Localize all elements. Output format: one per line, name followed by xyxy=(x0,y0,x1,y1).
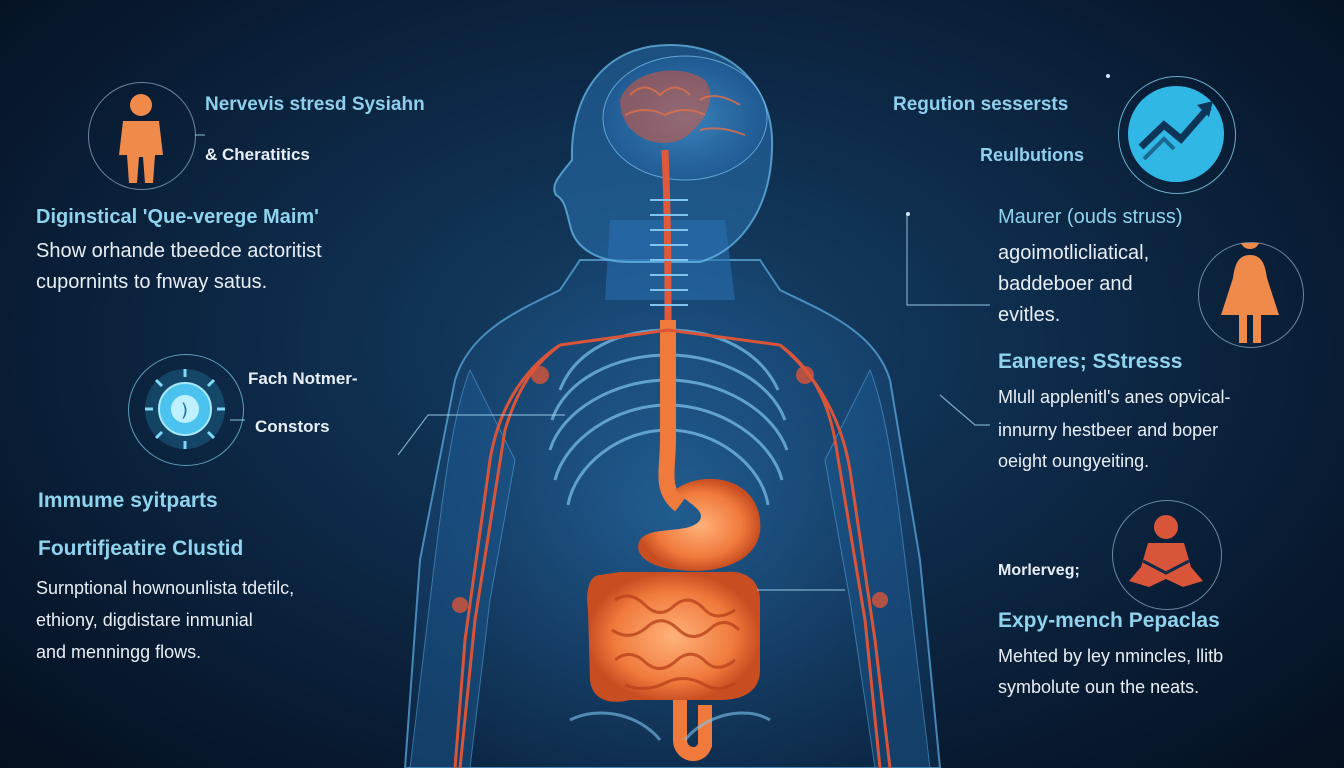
person-icon-circle xyxy=(88,82,196,190)
intestine-folds xyxy=(611,594,741,690)
person-icon xyxy=(119,94,163,183)
diagnostic-body-line-2: cupornints to fnway satus. xyxy=(36,271,268,293)
trend-icon-circle xyxy=(1118,76,1236,194)
fount-body-line-1: Surnptional hownounlista tdetilc, xyxy=(36,578,295,598)
vertebrae xyxy=(650,199,688,306)
nervous-system-title: Nervevis stresd Sysiahn xyxy=(205,94,425,115)
nervous-system-subtitle: & Cheratitics xyxy=(205,145,310,164)
expy-body-line-2: symbolute oun the neats. xyxy=(998,677,1200,697)
fount-title: Fourtifjeatire Clustid xyxy=(38,537,244,560)
meditation-icon xyxy=(1129,515,1203,587)
arm-nerves xyxy=(453,328,892,768)
trend-arrow-icon xyxy=(1128,86,1224,182)
virus-icon-circle: ) xyxy=(128,354,244,466)
esophagus xyxy=(658,320,686,512)
connector-lines xyxy=(195,134,990,591)
maurer-body-line-1: agoimotlicliatical, xyxy=(998,242,1150,264)
regulation-title: Regution sessersts xyxy=(893,94,1069,115)
eaneres-body-line-1: Mlull applenitl's anes opvical- xyxy=(998,387,1231,407)
colon-descending xyxy=(673,700,712,761)
svg-text:): ) xyxy=(181,400,188,421)
diagnostic-body-line-1: Show orhande tbeedce actoritist xyxy=(36,240,322,262)
maurer-title: Maurer (ouds struss) xyxy=(998,206,1183,228)
immune-title: Immume syitparts xyxy=(38,489,218,512)
constors-label: Constors xyxy=(255,417,330,436)
spinal-cord xyxy=(661,149,672,331)
intestines xyxy=(587,571,760,702)
woman-icon xyxy=(1221,229,1279,343)
morlerveg-label: Morlerveg; xyxy=(998,562,1080,579)
stomach xyxy=(638,478,761,571)
eaneres-body-line-2: innurny hestbeer and boper xyxy=(998,420,1219,440)
eaneres-title: Eaneres; SStresss xyxy=(998,350,1183,373)
diagnostic-title: Diginstical 'Que-verege Maim' xyxy=(36,206,319,228)
expy-body-line-1: Mehted by ley nmincles, llitb xyxy=(998,646,1224,666)
meditation-icon-circle xyxy=(1112,500,1222,610)
expy-title: Expy-mench Pepaclas xyxy=(998,609,1220,632)
virus-icon: ) xyxy=(145,369,225,449)
regulation-subtitle: Reulbutions xyxy=(980,145,1084,165)
fount-body-line-3: and menningg flows. xyxy=(36,642,202,662)
fount-body-line-2: ethiony, digdistare inmunial xyxy=(36,610,253,630)
maurer-body-line-2: baddeboer and xyxy=(998,273,1133,295)
maurer-body-line-3: evitles. xyxy=(998,304,1061,326)
torso-silhouette xyxy=(403,259,942,768)
woman-icon-circle xyxy=(1198,229,1304,348)
eaneres-body-line-3: oeight oungyeiting. xyxy=(998,451,1150,471)
fach-title: Fach Notmer- xyxy=(248,369,358,388)
